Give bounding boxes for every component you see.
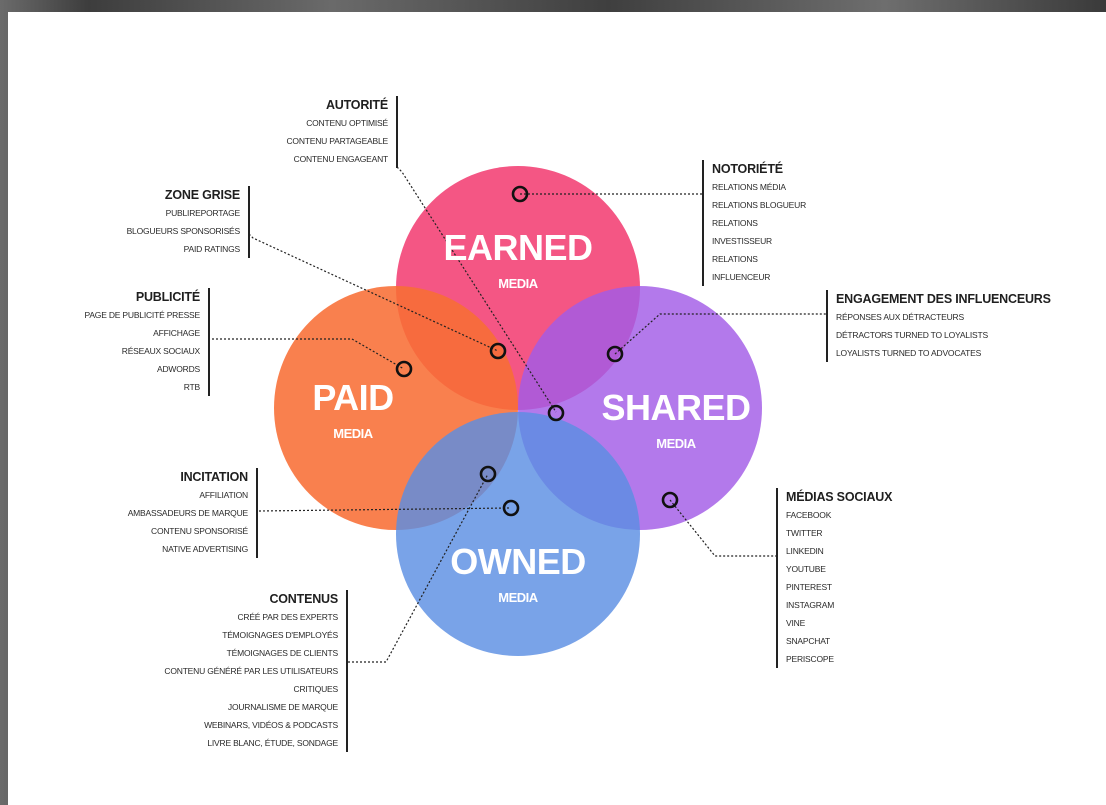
shared-title: SHARED MEDIA (596, 390, 756, 452)
connector-autorite (396, 166, 557, 413)
shared-subtitle: MEDIA (656, 436, 696, 451)
group-zone-grise-item: PUBLIREPORTAGE (165, 208, 241, 218)
group-incitation-item: NATIVE ADVERTISING (162, 544, 248, 554)
connector-contenus (348, 473, 489, 663)
group-autorite-item: CONTENU PARTAGEABLE (286, 136, 388, 146)
connector-engagement (614, 313, 827, 355)
marker-incitation (479, 465, 497, 483)
marker-autorite (547, 404, 565, 422)
connector-incitation (258, 507, 511, 512)
group-notoriete-item: RELATIONS BLOGUEUR (712, 200, 807, 210)
group-incitation-item: AMBASSADEURS DE MARQUE (127, 508, 248, 518)
group-notoriete: NOTORIÉTÉ RELATIONS MÉDIA RELATIONS BLOG… (702, 160, 806, 286)
group-contenus-title: CONTENUS (269, 592, 338, 606)
group-publicite: PUBLICITÉ PAGE DE PUBLICITÉ PRESSE AFFIC… (84, 288, 210, 396)
group-publicite-title: PUBLICITÉ (135, 290, 200, 304)
marker-notoriete (511, 185, 529, 203)
group-contenus-item: WEBINARS, VIDÉOS & PODCASTS (204, 720, 338, 730)
group-autorite-title: AUTORITÉ (325, 98, 388, 112)
group-publicite-item: RTB (183, 382, 200, 392)
group-engagement: ENGAGEMENT DES INFLUENCEURS RÉPONSES AUX… (826, 290, 1051, 362)
group-publicite-item: AFFICHAGE (153, 328, 200, 338)
earned-subtitle: MEDIA (498, 276, 538, 291)
group-zone-grise-item: PAID RATINGS (183, 244, 241, 254)
paid-subtitle: MEDIA (333, 426, 373, 441)
paid-title-text: PAID (312, 377, 394, 418)
connector-medias-sociaux (669, 499, 777, 557)
group-medias-sociaux-item: LINKEDIN (786, 546, 824, 556)
group-engagement-item: RÉPONSES AUX DÉTRACTEURS (836, 312, 964, 322)
group-medias-sociaux-item: SNAPCHAT (786, 636, 831, 646)
group-contenus-item: CRITIQUES (293, 684, 339, 694)
group-medias-sociaux-item: FACEBOOK (786, 510, 832, 520)
group-contenus-item: CRÉÉ PAR DES EXPERTS (237, 612, 338, 622)
shared-title-text: SHARED (601, 387, 751, 428)
group-zone-grise: ZONE GRISE PUBLIREPORTAGE BLOGUEURS SPON… (127, 186, 250, 258)
group-notoriete-title: NOTORIÉTÉ (712, 162, 783, 176)
paid-title: PAID MEDIA (298, 380, 408, 442)
earned-title: EARNED MEDIA (438, 230, 598, 292)
group-medias-sociaux: MÉDIAS SOCIAUX FACEBOOK TWITTER LINKEDIN… (776, 488, 892, 668)
group-contenus-item: JOURNALISME DE MARQUE (227, 702, 338, 712)
group-notoriete-item: INFLUENCEUR (712, 272, 771, 282)
group-engagement-title: ENGAGEMENT DES INFLUENCEURS (836, 292, 1051, 306)
group-notoriete-item: INVESTISSEUR (712, 236, 772, 246)
group-contenus-item: LIVRE BLANC, ÉTUDE, SONDAGE (207, 738, 338, 748)
group-autorite-item: CONTENU OPTIMISÉ (306, 118, 388, 128)
group-notoriete-item: RELATIONS (712, 254, 758, 264)
group-medias-sociaux-item: PERISCOPE (786, 654, 834, 664)
group-autorite-item: CONTENU ENGAGEANT (293, 154, 389, 164)
group-zone-grise-title: ZONE GRISE (164, 188, 240, 202)
group-incitation-title: INCITATION (180, 470, 248, 484)
group-medias-sociaux-item: INSTAGRAM (786, 600, 835, 610)
group-contenus-item: TÉMOIGNAGES DE CLIENTS (226, 648, 339, 658)
group-publicite-item: PAGE DE PUBLICITÉ PRESSE (84, 310, 201, 320)
group-medias-sociaux-item: YOUTUBE (786, 564, 826, 574)
marker-engagement (606, 345, 624, 363)
group-autorite: AUTORITÉ CONTENU OPTIMISÉ CONTENU PARTAG… (286, 96, 398, 168)
connector-publicite (212, 338, 405, 370)
group-engagement-item: DÉTRACTORS TURNED TO LOYALISTS (836, 330, 988, 340)
owned-subtitle: MEDIA (498, 590, 538, 605)
group-zone-grise-item: BLOGUEURS SPONSORISÉS (126, 226, 241, 236)
group-medias-sociaux-item: PINTEREST (786, 582, 832, 592)
marker-contenus (502, 499, 520, 517)
group-incitation: INCITATION AFFILIATION AMBASSADEURS DE M… (128, 468, 258, 558)
marker-medias-sociaux (661, 491, 679, 509)
owned-title: OWNED MEDIA (438, 544, 598, 606)
marker-publicite (395, 360, 413, 378)
owned-title-text: OWNED (450, 541, 586, 582)
group-contenus-item: TÉMOIGNAGES D'EMPLOYÉS (222, 630, 338, 640)
group-notoriete-item: RELATIONS MÉDIA (712, 182, 786, 192)
group-notoriete-item: RELATIONS (712, 218, 758, 228)
group-medias-sociaux-item: VINE (786, 618, 806, 628)
group-incitation-item: AFFILIATION (199, 490, 248, 500)
group-medias-sociaux-item: TWITTER (786, 528, 823, 538)
group-publicite-item: RÉSEAUX SOCIAUX (121, 346, 200, 356)
connector-zone-grise (248, 233, 499, 352)
group-contenus-item: CONTENU GÉNÉRÉ PAR LES UTILISATEURS (164, 666, 338, 676)
group-contenus: CONTENUS CRÉÉ PAR DES EXPERTS TÉMOIGNAGE… (164, 590, 348, 752)
owned-circle (396, 412, 640, 656)
group-engagement-item: LOYALISTS TURNED TO ADVOCATES (836, 348, 982, 358)
group-publicite-item: ADWORDS (157, 364, 200, 374)
earned-title-text: EARNED (443, 227, 593, 268)
group-medias-sociaux-title: MÉDIAS SOCIAUX (786, 490, 893, 504)
group-incitation-item: CONTENU SPONSORISÉ (151, 526, 248, 536)
marker-zone-grise (489, 342, 507, 360)
